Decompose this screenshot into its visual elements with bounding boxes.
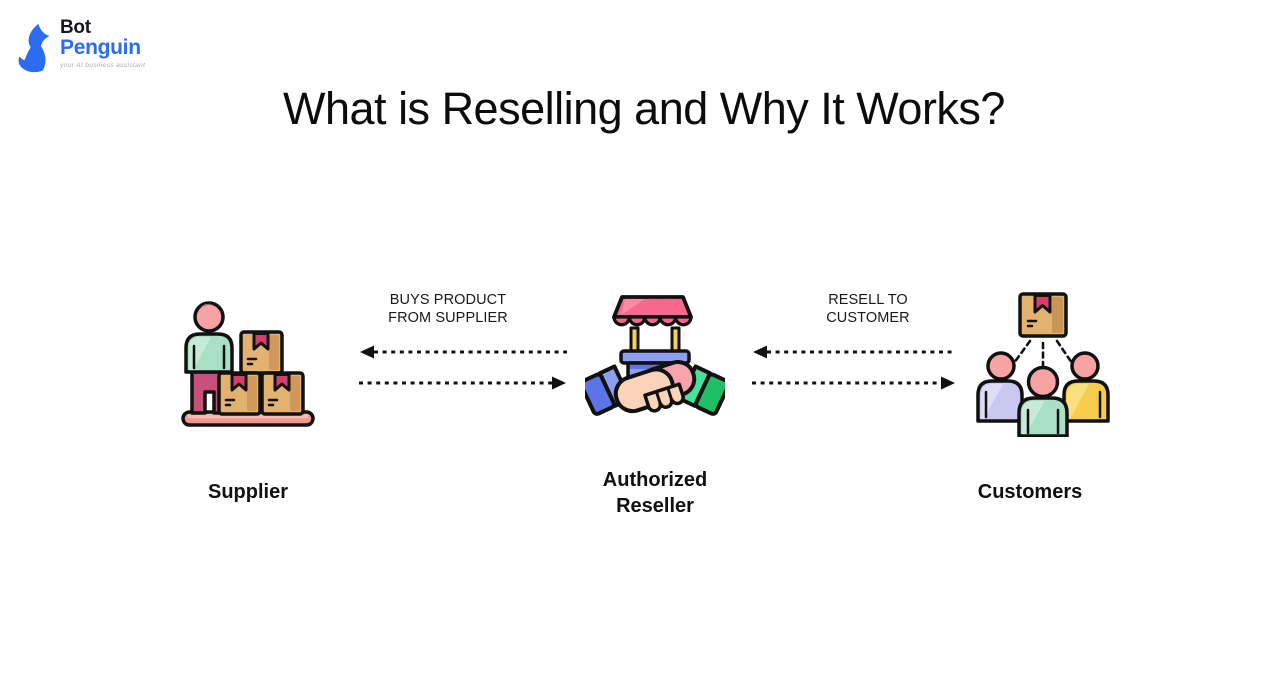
node-reseller: Authorized Reseller [585,291,725,519]
arrow-to-reseller [359,376,566,390]
connector-label-line: RESELL TO [828,292,908,308]
dashed-arrows-reseller-customers [752,345,956,390]
node-supplier: Supplier [178,296,318,505]
reseller-label: Authorized Reseller [602,469,708,517]
customer-middle [1017,365,1069,437]
supplier-with-boxes-icon [180,301,315,427]
node-customers: Customers [973,289,1113,505]
arrow-to-customers [752,376,955,390]
logo-text-penguin: Penguin [60,36,141,59]
arrow-to-reseller [753,345,956,359]
dashed-arrows-supplier-reseller [359,345,567,390]
connector-label-line: BUYS PRODUCT [389,292,507,308]
customer-right [1062,351,1110,423]
logo-tagline: your AI business assistant [60,62,146,69]
supplier-label: Supplier [207,481,288,503]
logo-text-bot: Bot [60,17,91,38]
customers-group-icon [976,292,1110,437]
connector-label-line: CUSTOMER [826,309,910,326]
customers-label: Customers [977,481,1083,503]
connector-label-resell: RESELL TO CUSTOMER [768,292,968,327]
botpenguin-logo: Bot Penguin your AI business assistant [16,17,146,75]
flesh-hand [613,367,685,414]
penguin-logo-icon [18,23,50,73]
page-title: What is Reselling and Why It Works? [283,83,1005,134]
connector-label-buys-product: BUYS PRODUCT FROM SUPPLIER [348,292,548,327]
logo-wordmark: Bot Penguin your AI business assistant [60,17,146,70]
arrow-to-supplier [360,345,567,359]
connector-label-line: FROM SUPPLIER [388,309,508,326]
customer-left [976,351,1024,423]
distribution-dashed-lines [1012,339,1074,371]
handshake-market-stall-icon [585,295,725,416]
